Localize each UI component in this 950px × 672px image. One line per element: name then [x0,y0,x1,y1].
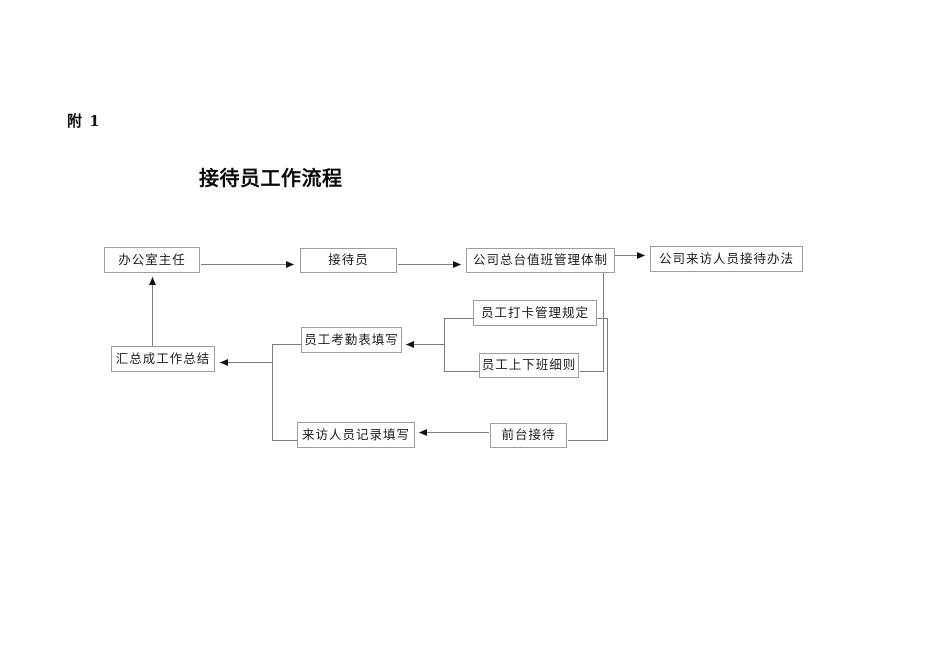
attachment-label: 附 1 [67,112,101,130]
flow-node-work-summary: 汇总成工作总结 [111,346,215,372]
flow-node-label: 公司总台值班管理体制 [472,252,608,268]
flow-node-front-desk-duty-system: 公司总台值班管理体制 [466,248,615,273]
flow-node-attendance-form-filling: 员工考勤表填写 [301,327,402,353]
flow-node-label: 来访人员记录填写 [301,426,410,442]
connector-attendance-visitor-merge [272,344,301,441]
flow-node-visitor-record-filling: 来访人员记录填写 [297,422,415,448]
connector-rules-bracket [444,318,479,372]
flow-node-label: 员工上下班细则 [481,357,577,373]
flow-node-label: 公司来访人员接待办法 [658,250,794,266]
flow-node-label: 接待员 [328,252,369,268]
connector-punch-card-to-front-desk [568,318,608,441]
flow-node-label: 前台接待 [501,427,556,443]
flow-node-label: 员工打卡管理规定 [480,304,589,320]
flow-node-front-desk-reception: 前台接待 [490,423,567,448]
flow-node-receptionist: 接待员 [300,248,397,273]
flow-node-label: 汇总成工作总结 [115,350,211,366]
flow-node-label: 员工考勤表填写 [304,331,399,347]
connector-duty-system-to-shift-rules [580,273,604,372]
flow-node-office-director: 办公室主任 [104,247,200,273]
flow-node-work-shift-rules: 员工上下班细则 [479,353,579,378]
flow-node-label: 办公室主任 [118,251,186,267]
flow-node-punch-card-rules: 员工打卡管理规定 [473,300,597,326]
flow-node-visitor-reception-method: 公司来访人员接待办法 [650,246,803,272]
page-title: 接待员工作流程 [199,166,343,190]
